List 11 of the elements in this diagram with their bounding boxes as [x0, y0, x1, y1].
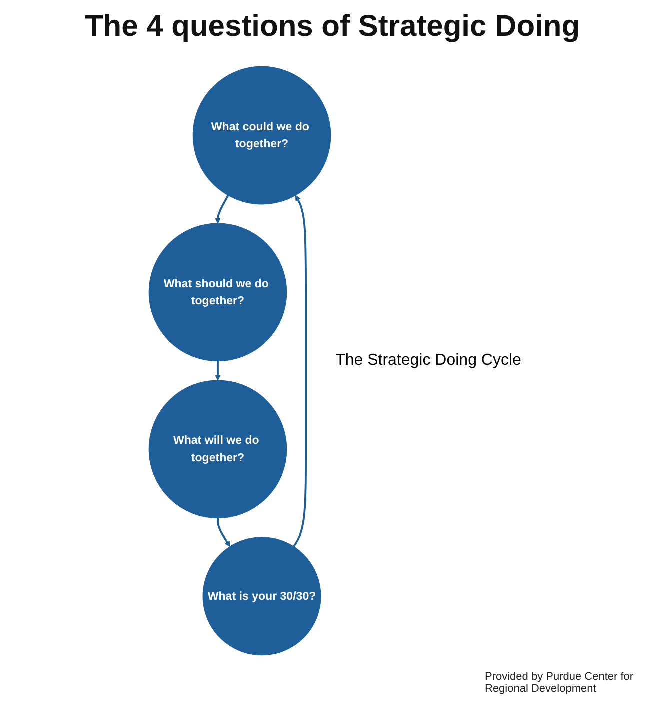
- arrow: [214, 194, 229, 224]
- arrow: [214, 360, 220, 380]
- node-circle: What is your 30/30?: [202, 536, 321, 656]
- center-label: The Strategic Doing Cycle: [336, 352, 522, 370]
- node-circle: What could we do together?: [192, 66, 331, 204]
- arrow: [292, 194, 307, 547]
- node-circle: What will we do together?: [148, 380, 287, 518]
- arrow: [216, 518, 230, 547]
- diagram-title: The 4 questions of Strategic Doing: [84, 10, 580, 44]
- node-circle: What should we do together?: [148, 222, 287, 362]
- source-note: Provided by Purdue Center for Regional Development: [485, 671, 635, 695]
